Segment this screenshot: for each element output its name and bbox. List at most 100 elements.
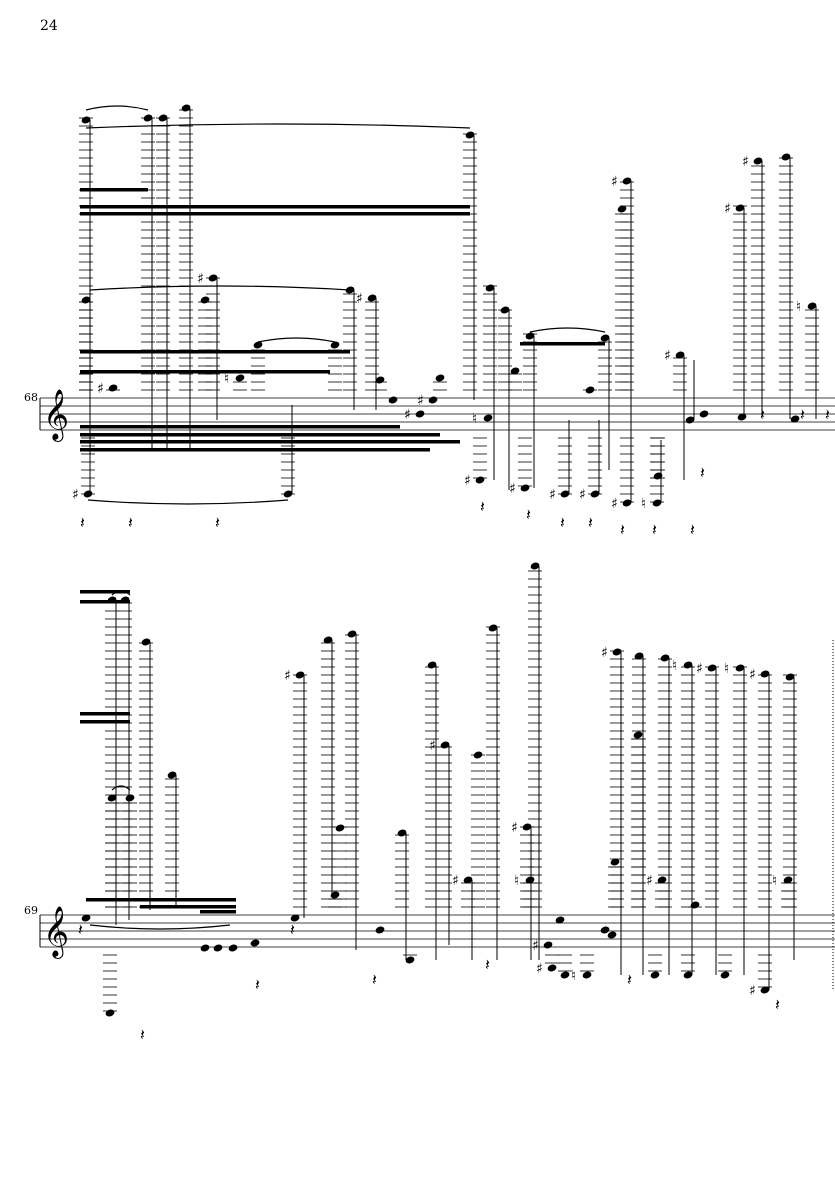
beam (80, 590, 130, 594)
notehead (582, 971, 592, 979)
notehead (707, 664, 717, 672)
beam (80, 720, 130, 724)
notehead (683, 971, 693, 979)
notehead (650, 971, 660, 979)
notehead (367, 294, 377, 302)
tie (87, 499, 289, 505)
notehead (283, 490, 293, 498)
notehead (510, 367, 520, 375)
sharp-icon: ♯ (664, 348, 671, 364)
quarter-rest-icon: 𝄽 (255, 975, 260, 994)
notehead (807, 302, 817, 310)
sharp-icon: ♯ (404, 407, 411, 423)
sharp-icon: ♯ (511, 820, 518, 836)
notehead (500, 306, 510, 314)
notehead (228, 944, 238, 952)
beam (80, 712, 130, 716)
quarter-rest-icon: 𝄽 (78, 920, 83, 939)
quarter-rest-icon: 𝄽 (775, 995, 780, 1014)
sharp-icon: ♯ (284, 668, 291, 684)
natural-icon: ♮ (472, 411, 477, 427)
notehead (167, 771, 177, 779)
natural-icon: ♮ (672, 658, 677, 674)
notehead (525, 876, 535, 884)
notehead (617, 205, 627, 213)
notehead (543, 941, 553, 949)
notehead (685, 416, 695, 424)
quarter-rest-icon: 𝄽 (700, 463, 705, 482)
natural-icon: ♮ (514, 873, 519, 889)
notehead (675, 351, 685, 359)
notehead (81, 296, 91, 304)
natural-icon: ♮ (772, 873, 777, 889)
notehead (81, 116, 91, 124)
quarter-rest-icon: 𝄽 (760, 405, 765, 424)
notehead (405, 956, 415, 964)
sharp-icon: ♯ (696, 661, 703, 677)
notehead (633, 731, 643, 739)
notehead (660, 654, 670, 662)
notehead (555, 916, 565, 924)
notehead (375, 376, 385, 384)
quarter-rest-icon: 𝄽 (372, 970, 377, 989)
quarter-rest-icon: 𝄽 (620, 520, 625, 539)
notehead (83, 490, 93, 498)
natural-icon: ♮ (571, 968, 576, 984)
notehead (200, 944, 210, 952)
notehead (657, 876, 667, 884)
sharp-icon: ♯ (749, 667, 756, 683)
notehead (213, 944, 223, 952)
sharp-icon: ♯ (356, 291, 363, 307)
notehead (427, 661, 437, 669)
notehead (141, 638, 151, 646)
beam (86, 898, 236, 902)
notehead (108, 384, 118, 392)
notehead (375, 926, 385, 934)
tie (89, 924, 231, 930)
notehead (347, 630, 357, 638)
notehead (600, 334, 610, 342)
beam (80, 350, 350, 354)
notehead (485, 284, 495, 292)
beam (80, 425, 400, 429)
notehead (699, 410, 709, 418)
page-number: 24 (40, 18, 58, 34)
sharp-icon: ♯ (197, 271, 204, 287)
beam (80, 433, 440, 437)
notehead (465, 131, 475, 139)
notehead (81, 914, 91, 922)
notehead (610, 858, 620, 866)
notehead (760, 986, 770, 994)
notehead (585, 386, 595, 394)
notehead (483, 414, 493, 422)
sharp-icon: ♯ (464, 473, 471, 489)
beam (80, 448, 430, 452)
quarter-rest-icon: 𝄽 (485, 955, 490, 974)
notehead (181, 104, 191, 112)
notehead (295, 671, 305, 679)
notehead (522, 823, 532, 831)
notehead (607, 931, 617, 939)
sharp-icon: ♯ (509, 481, 516, 497)
notehead (330, 891, 340, 899)
beam (80, 188, 148, 192)
sharp-icon: ♯ (611, 174, 618, 190)
sharp-icon: ♯ (532, 938, 539, 954)
notehead (475, 476, 485, 484)
sharp-icon: ♯ (536, 961, 543, 977)
notehead (428, 396, 438, 404)
tie (85, 123, 471, 129)
quarter-rest-icon: 𝄽 (800, 405, 805, 424)
quarter-rest-icon: 𝄽 (290, 920, 295, 939)
notehead (520, 484, 530, 492)
notehead (388, 396, 398, 404)
notehead (158, 114, 168, 122)
notehead (653, 472, 663, 480)
notehead (783, 876, 793, 884)
natural-icon: ♮ (796, 299, 801, 315)
tie (257, 337, 336, 343)
quarter-rest-icon: 𝄽 (825, 405, 830, 424)
tie (85, 105, 149, 111)
notehead (473, 751, 483, 759)
